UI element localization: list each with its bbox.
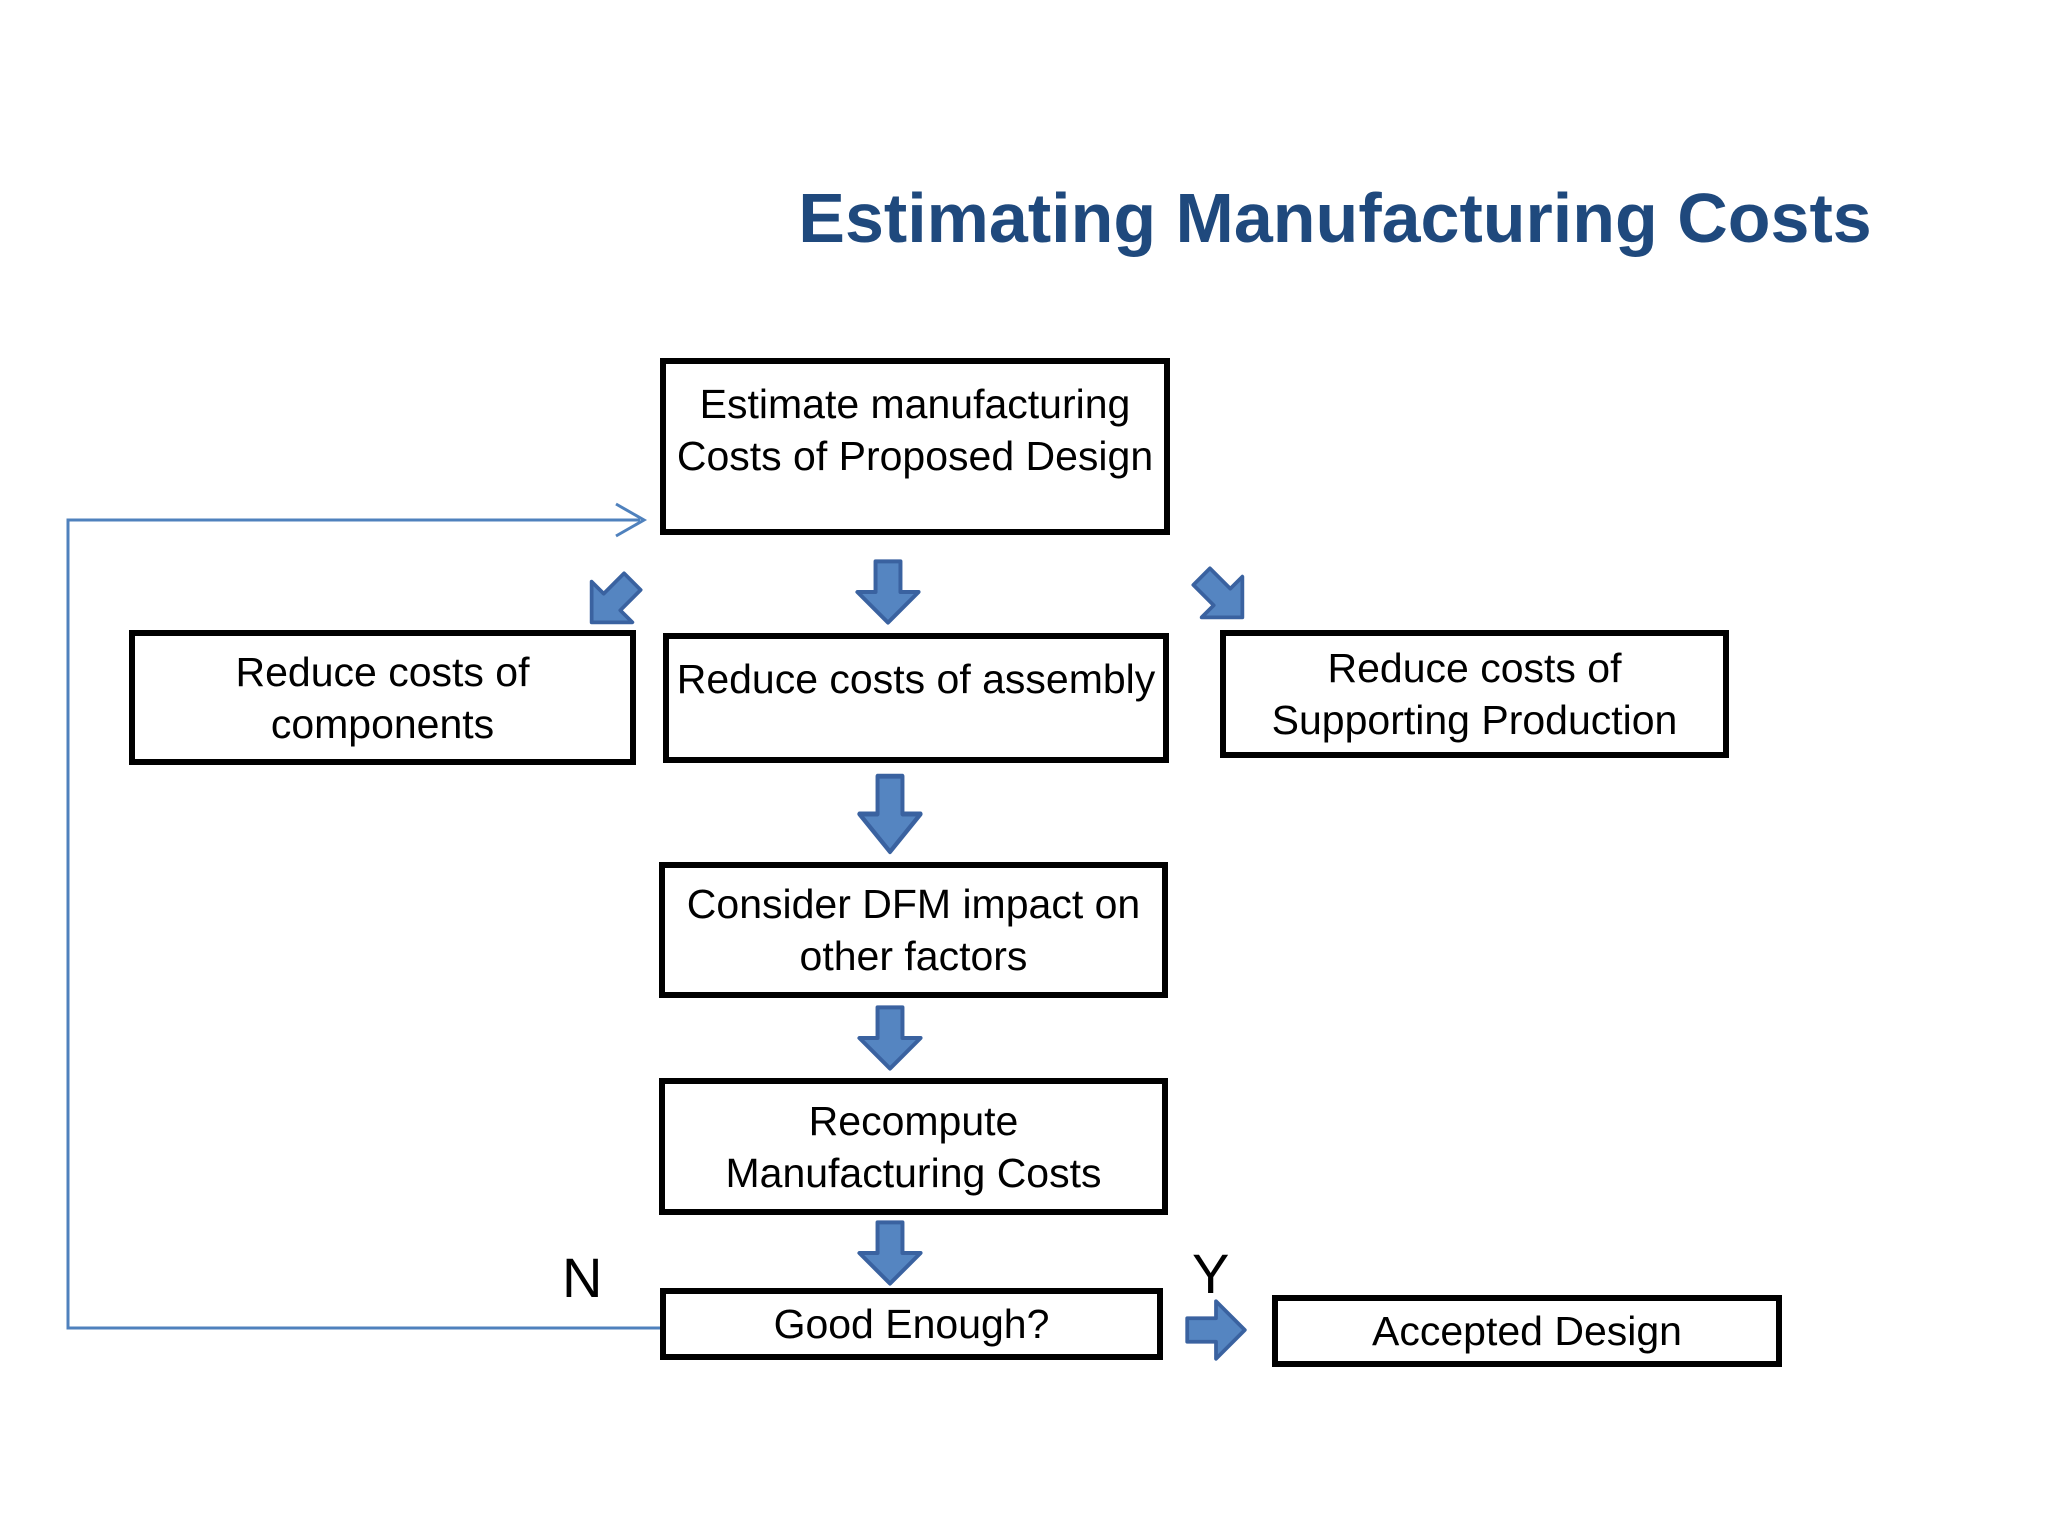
flow-box-recompute-line1: Recompute (808, 1097, 1019, 1144)
flow-box-reduce-components-line1: Reduce costs of (235, 648, 530, 695)
flow-box-reduce-assembly-line1: Reduce costs of assembly (676, 656, 1156, 702)
feedback-loop-arrowhead-icon (615, 502, 648, 538)
block-arrow-down-icon-3 (857, 1005, 923, 1071)
flow-box-reduce-supporting: Reduce costs of Supporting Production (1220, 630, 1729, 758)
block-arrow-down-right-icon (1191, 566, 1245, 620)
flow-box-reduce-components-line2: components (270, 700, 495, 747)
flow-box-reduce-supporting-line2: Supporting Production (1271, 697, 1678, 743)
block-arrow-down-left-icon (589, 571, 643, 625)
flow-box-recompute-line2: Manufacturing Costs (725, 1149, 1102, 1196)
flow-box-estimate-line1: Estimate manufacturing (699, 381, 1131, 427)
flow-box-accepted-design: Accepted Design (1272, 1295, 1782, 1367)
decision-label-yes: Y (1192, 1242, 1230, 1305)
flow-box-dfm-impact-line2: other factors (799, 933, 1028, 979)
flow-box-good-enough: Good Enough? (660, 1288, 1163, 1360)
flow-box-dfm-impact: Consider DFM impact on other factors (659, 862, 1168, 998)
flow-box-estimate-line2: Costs of Proposed Design (676, 433, 1154, 479)
block-arrow-right-icon (1185, 1299, 1247, 1361)
flow-box-recompute: Recompute Manufacturing Costs (659, 1078, 1168, 1215)
flow-box-reduce-components: Reduce costs of components (129, 630, 636, 765)
block-arrow-down-icon-1 (855, 559, 921, 625)
page-title: Estimating Manufacturing Costs (798, 179, 1872, 257)
flow-box-good-enough-line1: Good Enough? (773, 1301, 1050, 1347)
decision-label-no: N (562, 1246, 603, 1309)
flow-box-reduce-assembly: Reduce costs of assembly (663, 633, 1169, 763)
flow-box-estimate-costs: Estimate manufacturing Costs of Proposed… (660, 358, 1170, 535)
flow-box-dfm-impact-line1: Consider DFM impact on (686, 881, 1141, 927)
block-arrow-down-icon-2 (857, 773, 923, 855)
flow-box-accepted-design-line1: Accepted Design (1372, 1308, 1682, 1354)
flow-box-reduce-supporting-line1: Reduce costs of (1327, 645, 1622, 691)
block-arrow-down-icon-4 (857, 1220, 923, 1286)
